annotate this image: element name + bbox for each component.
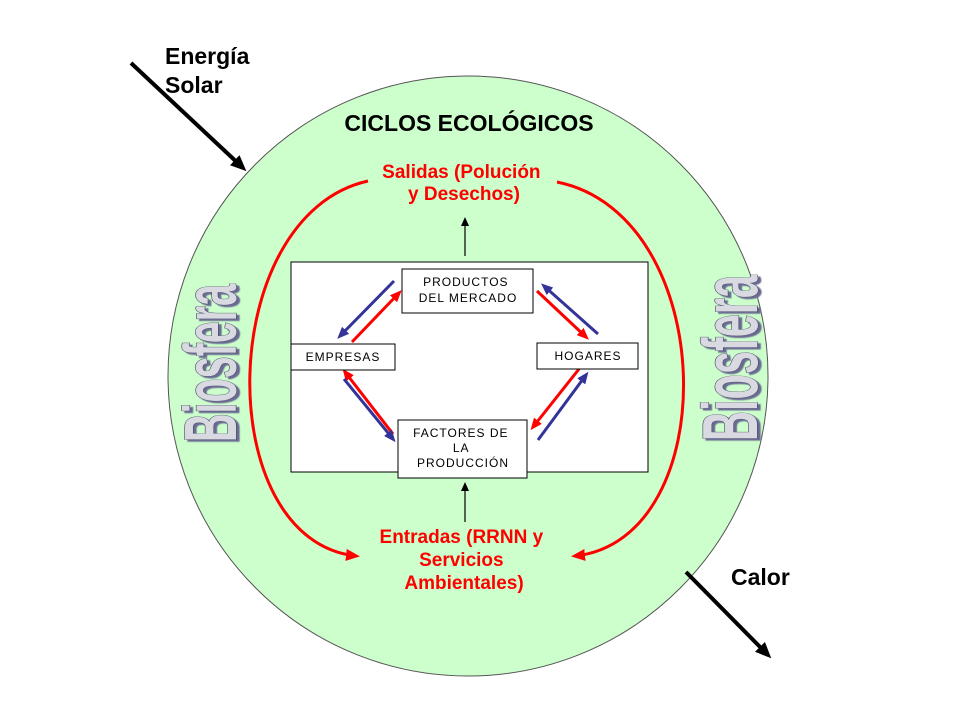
biosphere-side-label-right-group: Biosfera [685, 274, 774, 442]
node-factors-market-line-3: PRODUCCIÓN [417, 455, 509, 470]
node-factors-market-line-2: LA [453, 441, 469, 455]
flow-factors-to-firms [342, 368, 395, 435]
outputs-label-line-2: y Desechos) [408, 184, 520, 205]
node-factors-market-label: FACTORES DE LA PRODUCCIÓN [413, 426, 513, 470]
node-factors-market-line-1: FACTORES DE [413, 426, 508, 440]
cycle-arc-left [248, 179, 369, 561]
heat-arrow [684, 570, 772, 659]
node-firms-box [290, 343, 396, 371]
node-products-market-line-1: PRODUCTOS [423, 275, 508, 289]
node-factors-market: FACTORES DE LA PRODUCCIÓN [397, 419, 528, 479]
node-products-market-label: PRODUCTOS DEL MERCADO [419, 275, 518, 305]
node-firms-label: EMPRESAS [306, 350, 381, 364]
biosphere-side-label-right: Biosfera [686, 275, 774, 441]
inputs-label: Entradas (RRNN y Servicios Ambientales) [380, 527, 549, 594]
flow-firms-to-products [350, 290, 402, 344]
outputs-label-line-1: Salidas (Polución [382, 162, 540, 183]
node-factors-market-box [397, 419, 528, 479]
inputs-label-line-1: Entradas (RRNN y [380, 527, 544, 548]
solar-energy-label-line-2: Solar [165, 72, 223, 98]
cycle-arc-right [556, 180, 685, 561]
node-households-label: HOGARES [554, 349, 621, 363]
flow-factors-to-households [536, 371, 589, 441]
outputs-label: Salidas (Polución y Desechos) [382, 162, 546, 205]
flow-products-to-firms [337, 279, 396, 339]
node-households-box [536, 342, 639, 370]
node-firms: EMPRESAS [290, 343, 396, 371]
flow-products-to-households [535, 289, 589, 340]
solar-energy-label: Energía Solar [165, 43, 256, 98]
solar-energy-label-line-1: Energía [165, 43, 250, 69]
flow-households-to-products [541, 283, 599, 336]
solar-energy-arrow [129, 61, 247, 172]
biosphere-side-label-left: Biosfera [169, 284, 252, 442]
flow-firms-to-factors [342, 378, 396, 443]
ecological-cycles-title: CICLOS ECOLÓGICOS [344, 109, 593, 136]
heat-label: Calor [731, 564, 790, 590]
inputs-label-line-3: Ambientales) [404, 573, 523, 594]
inputs-label-line-2: Servicios [419, 550, 504, 571]
node-products-market: PRODUCTOS DEL MERCADO [401, 268, 534, 314]
node-households: HOGARES [536, 342, 639, 370]
node-products-market-line-2: DEL MERCADO [419, 291, 518, 305]
node-products-market-box [401, 268, 534, 314]
biosphere-side-label-left-group: Biosfera [168, 283, 252, 443]
flow-households-to-factors [530, 368, 581, 431]
